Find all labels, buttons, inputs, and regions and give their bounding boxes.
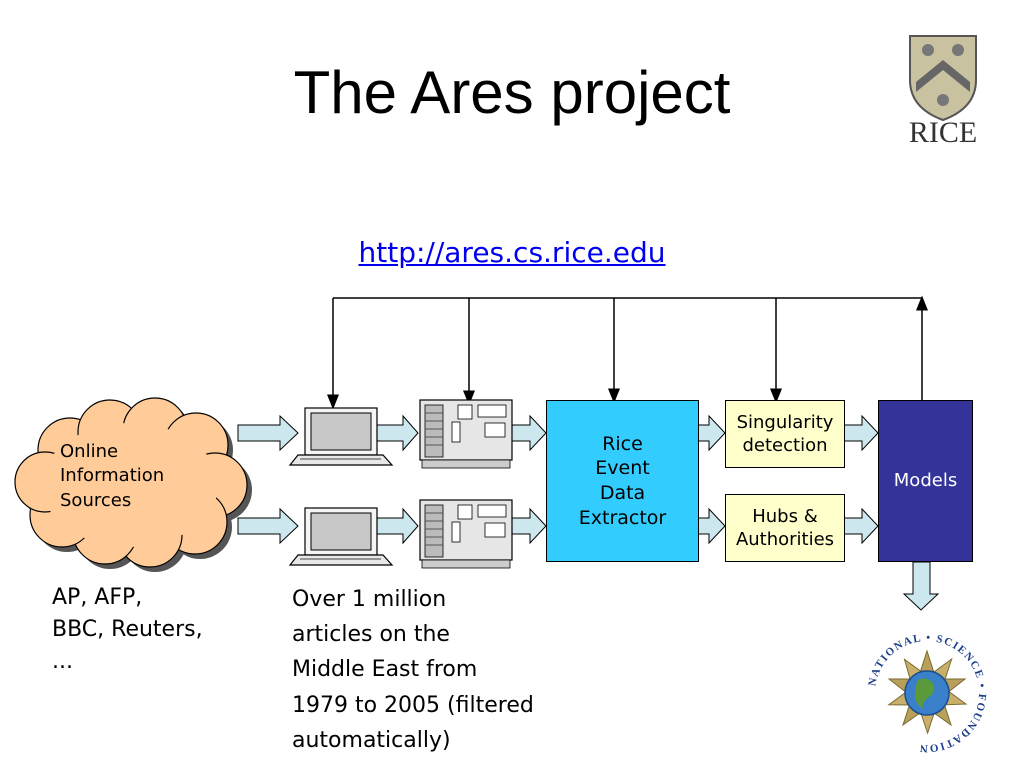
sources-note: AP, AFP, BBC, Reuters, ... (52, 585, 203, 674)
slide-title: The Ares project (293, 59, 731, 126)
rice-shield-icon: RICE (909, 35, 977, 149)
models-box: Models (878, 400, 973, 562)
nsf-globe-icon: NATIONAL • SCIENCE • FOUNDATION (866, 632, 986, 754)
nsf-logo: NATIONAL • SCIENCE • FOUNDATION (862, 628, 992, 758)
online-sources-cloud (14, 397, 252, 572)
online-sources-label: Online Information Sources (60, 441, 165, 511)
flow-arrows (237, 414, 940, 611)
rice-event-data-extractor-box: Rice Event Data Extractor (546, 400, 699, 562)
feedback-lines (327, 295, 928, 410)
project-url-link[interactable]: http://ares.cs.rice.edu (358, 236, 666, 269)
server-icon (419, 399, 513, 469)
laptop-icon (288, 507, 394, 566)
rice-logo: RICE (888, 30, 998, 150)
server-icon (419, 499, 513, 569)
rice-logo-text: RICE (909, 116, 977, 149)
hubs-authorities-box: Hubs & Authorities (725, 494, 845, 562)
singularity-detection-box: Singularity detection (725, 400, 845, 468)
laptop-icon (288, 407, 394, 466)
articles-note: Over 1 million articles on the Middle Ea… (292, 587, 534, 753)
